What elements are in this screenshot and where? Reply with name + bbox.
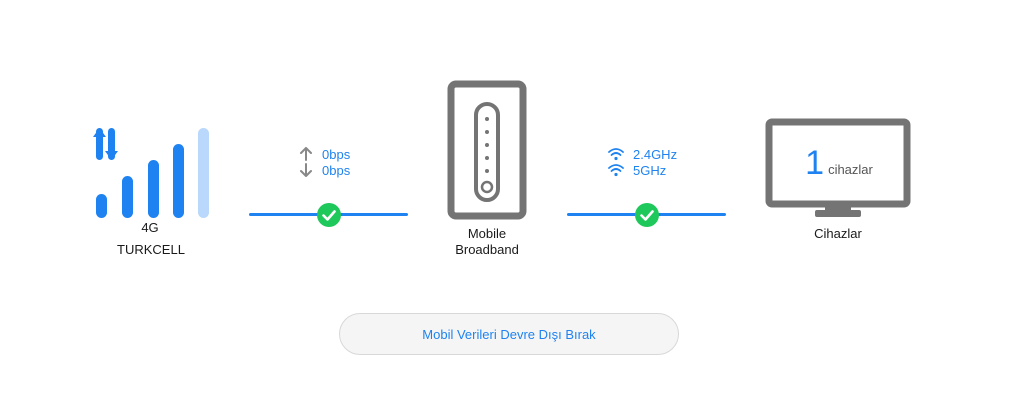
device-count[interactable]: 1 cihazlar (790, 146, 888, 186)
data-transfer-icon (93, 128, 118, 160)
upload-arrow-icon (300, 147, 312, 161)
upload-rate: 0bps (299, 146, 350, 162)
wifi-icon (608, 164, 624, 177)
wifi-band-5-label: 5GHz (633, 162, 667, 178)
download-arrow-icon (300, 163, 312, 177)
router-icon (447, 80, 527, 220)
carrier-name: TURKCELL (117, 242, 185, 257)
signal-bars-icon (93, 128, 209, 218)
check-circle-icon (317, 203, 341, 227)
monitor-icon (765, 118, 911, 217)
disable-mobile-data-button[interactable]: Mobil Verileri Devre Dışı Bırak (339, 313, 679, 355)
data-rates: 0bps 0bps (299, 146, 350, 178)
network-type: 4G (141, 220, 159, 235)
wifi-band-5: 5GHz (608, 162, 677, 178)
router-label-line2: Broadband (455, 242, 519, 257)
devices-label: Cihazlar (814, 226, 862, 241)
download-rate: 0bps (299, 162, 350, 178)
device-count-number: 1 (805, 144, 825, 182)
download-rate-value: 0bps (322, 162, 351, 178)
router-label-line1: Mobile (467, 226, 507, 241)
device-count-unit: cihazlar (828, 162, 873, 177)
wifi-band-24: 2.4GHz (608, 146, 677, 162)
wifi-band-24-label: 2.4GHz (633, 146, 678, 162)
wifi-icon (608, 148, 624, 161)
check-circle-icon (635, 203, 659, 227)
upload-rate-value: 0bps (322, 146, 351, 162)
wifi-bands: 2.4GHz 5GHz (608, 146, 677, 178)
router-label: Mobile Broadband (446, 226, 528, 258)
